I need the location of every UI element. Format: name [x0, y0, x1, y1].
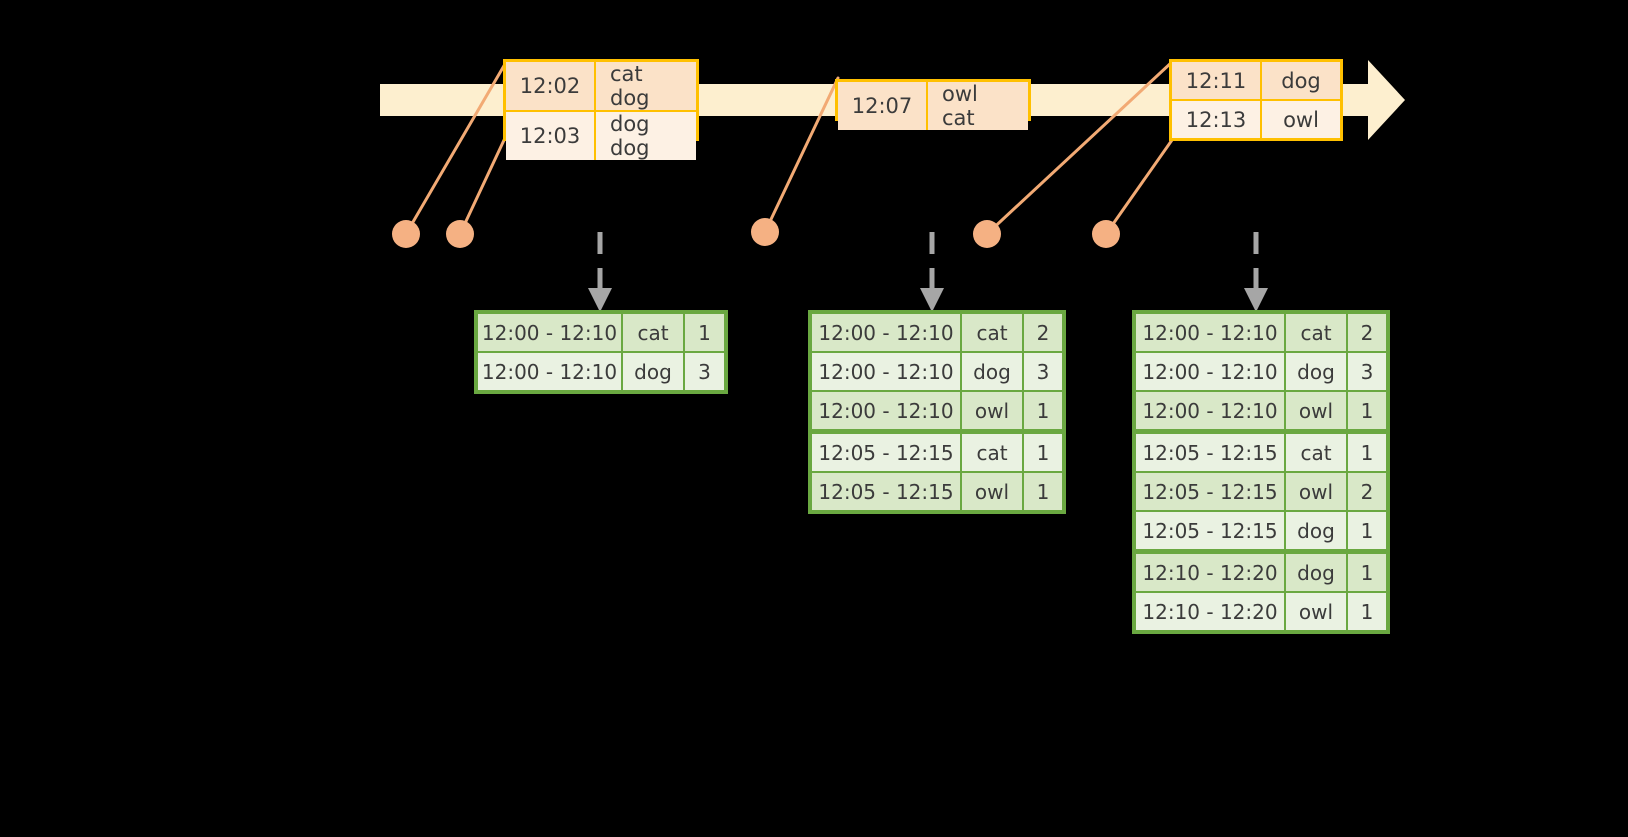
- word-cell: dog: [1286, 512, 1348, 549]
- window-cell: 12:05 - 12:15: [1136, 512, 1286, 549]
- table-row: 12:10 - 12:20 owl 1: [1136, 591, 1386, 630]
- table-row: 12:10 - 12:20 dog 1: [1136, 549, 1386, 591]
- word-cell: owl: [962, 392, 1024, 429]
- count-cell: 1: [1024, 392, 1062, 429]
- window-cell: 12:00 - 12:10: [478, 314, 623, 351]
- word-cell: dog: [1286, 353, 1348, 390]
- event-row: 12:03 dog dog: [506, 110, 696, 160]
- count-cell: 1: [1348, 434, 1386, 471]
- window-cell: 12:05 - 12:15: [812, 434, 962, 471]
- count-cell: 1: [1348, 593, 1386, 630]
- emit-arrow-2: [920, 232, 944, 312]
- word-cell: dog: [1286, 554, 1348, 591]
- count-cell: 2: [1348, 473, 1386, 510]
- window-cell: 12:00 - 12:10: [812, 392, 962, 429]
- result-table-2[interactable]: 12:00 - 12:10 cat 2 12:00 - 12:10 dog 3 …: [808, 310, 1066, 514]
- table-row: 12:00 - 12:10 owl 1: [1136, 390, 1386, 429]
- table-row: 12:05 - 12:15 cat 1: [1136, 429, 1386, 471]
- emit-arrows: [588, 232, 1268, 312]
- count-cell: 2: [1024, 314, 1062, 351]
- event-dot-2: [446, 220, 474, 248]
- count-cell: 1: [1024, 473, 1062, 510]
- event-time: 12:07: [838, 82, 928, 130]
- word-cell: owl: [962, 473, 1024, 510]
- event-words: dog: [1262, 62, 1340, 99]
- count-cell: 3: [685, 353, 724, 390]
- event-words: dog dog: [596, 112, 696, 160]
- event-row: 12:07 owl cat: [838, 82, 1028, 130]
- event-dot-1: [392, 220, 420, 248]
- event-row: 12:11 dog: [1172, 62, 1340, 99]
- event-time: 12:13: [1172, 101, 1262, 138]
- result-table-1[interactable]: 12:00 - 12:10 cat 1 12:00 - 12:10 dog 3: [474, 310, 728, 394]
- emit-arrow-1: [588, 232, 612, 312]
- table-row: 12:00 - 12:10 dog 3: [1136, 351, 1386, 390]
- emit-arrow-3: [1244, 232, 1268, 312]
- word-cell: dog: [623, 353, 685, 390]
- word-cell: dog: [962, 353, 1024, 390]
- table-row: 12:05 - 12:15 cat 1: [812, 429, 1062, 471]
- count-cell: 1: [1024, 434, 1062, 471]
- table-row: 12:05 - 12:15 owl 2: [1136, 471, 1386, 510]
- word-cell: cat: [1286, 314, 1348, 351]
- event-time: 12:11: [1172, 62, 1262, 99]
- window-cell: 12:00 - 12:10: [478, 353, 623, 390]
- event-group-1[interactable]: 12:02 cat dog 12:03 dog dog: [503, 59, 699, 160]
- event-time: 12:02: [506, 62, 596, 110]
- word-cell: owl: [1286, 473, 1348, 510]
- count-cell: 1: [1348, 392, 1386, 429]
- table-row: 12:05 - 12:15 dog 1: [1136, 510, 1386, 549]
- window-cell: 12:00 - 12:10: [1136, 353, 1286, 390]
- event-words: owl: [1262, 101, 1340, 138]
- table-row: 12:00 - 12:10 cat 2: [1136, 314, 1386, 351]
- count-cell: 1: [1348, 512, 1386, 549]
- table-row: 12:00 - 12:10 cat 2: [812, 314, 1062, 351]
- event-dot-4: [973, 220, 1001, 248]
- event-row: 12:02 cat dog: [506, 62, 696, 110]
- count-cell: 1: [1348, 554, 1386, 591]
- word-cell: cat: [962, 434, 1024, 471]
- table-row: 12:00 - 12:10 dog 3: [478, 351, 724, 390]
- count-cell: 3: [1024, 353, 1062, 390]
- count-cell: 1: [685, 314, 724, 351]
- count-cell: 2: [1348, 314, 1386, 351]
- event-dots: [392, 218, 1120, 248]
- window-cell: 12:00 - 12:10: [812, 353, 962, 390]
- table-row: 12:00 - 12:10 cat 1: [478, 314, 724, 351]
- window-cell: 12:05 - 12:15: [812, 473, 962, 510]
- word-cell: cat: [623, 314, 685, 351]
- event-words: owl cat: [928, 82, 1028, 130]
- event-dot-3: [751, 218, 779, 246]
- table-row: 12:05 - 12:15 owl 1: [812, 471, 1062, 510]
- event-group-2[interactable]: 12:07 owl cat: [835, 79, 1031, 130]
- word-cell: owl: [1286, 392, 1348, 429]
- window-cell: 12:00 - 12:10: [812, 314, 962, 351]
- table-row: 12:00 - 12:10 dog 3: [812, 351, 1062, 390]
- count-cell: 3: [1348, 353, 1386, 390]
- window-cell: 12:10 - 12:20: [1136, 554, 1286, 591]
- word-cell: cat: [1286, 434, 1348, 471]
- word-cell: cat: [962, 314, 1024, 351]
- event-row: 12:13 owl: [1172, 99, 1340, 138]
- result-table-3[interactable]: 12:00 - 12:10 cat 2 12:00 - 12:10 dog 3 …: [1132, 310, 1390, 634]
- window-cell: 12:00 - 12:10: [1136, 392, 1286, 429]
- event-dot-5: [1092, 220, 1120, 248]
- event-group-3[interactable]: 12:11 dog 12:13 owl: [1169, 59, 1343, 141]
- window-cell: 12:00 - 12:10: [1136, 314, 1286, 351]
- window-cell: 12:10 - 12:20: [1136, 593, 1286, 630]
- window-cell: 12:05 - 12:15: [1136, 434, 1286, 471]
- window-cell: 12:05 - 12:15: [1136, 473, 1286, 510]
- word-cell: owl: [1286, 593, 1348, 630]
- event-words: cat dog: [596, 62, 696, 110]
- event-time: 12:03: [506, 112, 596, 160]
- table-row: 12:00 - 12:10 owl 1: [812, 390, 1062, 429]
